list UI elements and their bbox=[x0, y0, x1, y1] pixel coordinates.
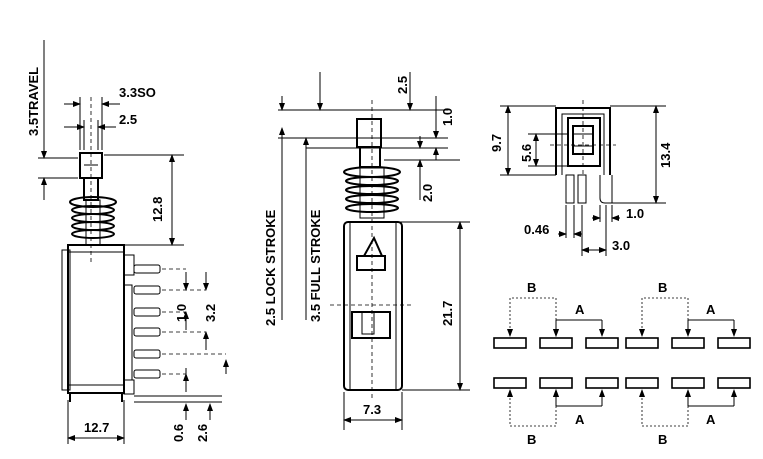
label-134: 13.4 bbox=[658, 142, 673, 168]
label-pad-bot-b: B bbox=[527, 432, 536, 447]
label-top-width: 2.5 bbox=[119, 112, 137, 127]
label-body-height-left: 12.8 bbox=[150, 197, 165, 222]
label-travel: 3.5TRAVEL bbox=[26, 67, 41, 136]
label-full-stroke: 3.5 FULL STROKE bbox=[308, 209, 323, 322]
label-30: 3.0 bbox=[612, 238, 630, 253]
middle-front-view: 2.5 1.0 2.0 2.5 LOCK STROKE 3.5 FULL STR… bbox=[263, 72, 470, 430]
label-56: 5.6 bbox=[519, 144, 534, 162]
label-mid-top: 2.5 bbox=[395, 76, 410, 94]
label-bottom-a: 0.6 bbox=[171, 424, 186, 442]
label-body-height-mid: 21.7 bbox=[440, 301, 455, 326]
label-pad-top-a2: A bbox=[706, 302, 716, 317]
label-bottom-b: 2.6 bbox=[195, 424, 210, 442]
label-so: 3.3SO bbox=[119, 85, 156, 100]
label-046: 0.46 bbox=[524, 222, 549, 237]
label-body-width-mid: 7.3 bbox=[363, 402, 381, 417]
label-pin-pitch: 3.2 bbox=[203, 304, 218, 322]
label-lock-stroke: 2.5 LOCK STROKE bbox=[263, 209, 278, 326]
left-side-view: 3.5TRAVEL 3.3SO 2.5 12.8 1.0 3.2 12.7 0.… bbox=[26, 40, 229, 444]
label-pad-bot-a2: A bbox=[706, 412, 716, 427]
label-pad-top-b: B bbox=[527, 280, 536, 295]
label-width-left: 12.7 bbox=[84, 420, 109, 435]
pad-layout: B A B A B A B A bbox=[493, 280, 751, 447]
label-mid-top2: 1.0 bbox=[440, 108, 455, 126]
label-mid-20: 2.0 bbox=[420, 184, 435, 202]
right-top-view: 9.7 5.6 13.4 1.0 0.46 3.0 bbox=[489, 100, 673, 256]
label-97: 9.7 bbox=[489, 134, 504, 152]
label-pad-bot-b2: B bbox=[658, 432, 667, 447]
label-pin-pitch-small: 1.0 bbox=[174, 304, 189, 322]
label-pad-top-a1: A bbox=[575, 302, 585, 317]
label-10: 1.0 bbox=[626, 206, 644, 221]
label-pad-bot-a1: A bbox=[575, 412, 585, 427]
label-pad-top-b2: B bbox=[658, 280, 667, 295]
